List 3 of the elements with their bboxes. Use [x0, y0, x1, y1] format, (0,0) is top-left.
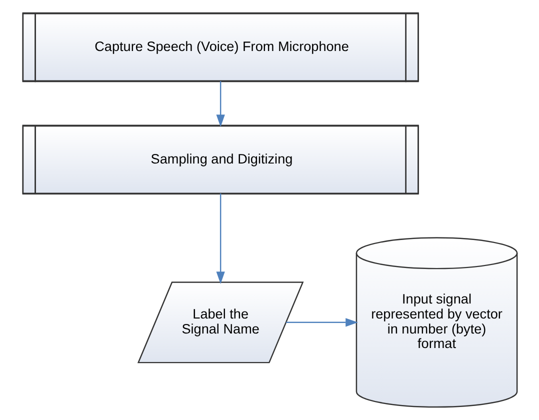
arrow: [216, 193, 224, 284]
arrow: [216, 81, 224, 128]
arrow: [286, 318, 358, 327]
